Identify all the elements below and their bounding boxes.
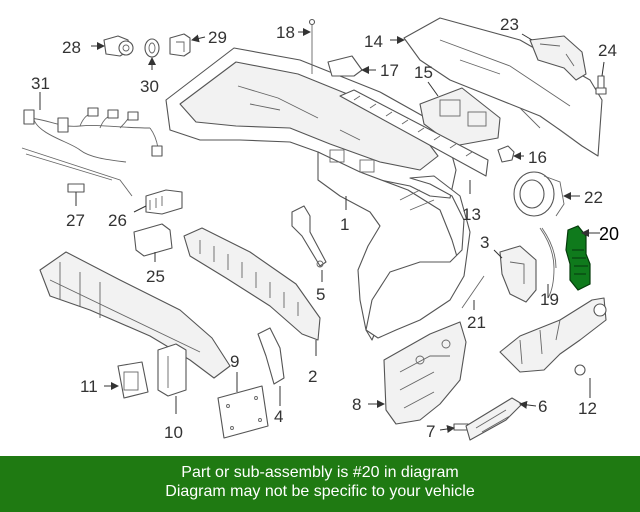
part-4-bracket xyxy=(257,327,285,385)
callout-12: 12 xyxy=(578,399,597,418)
part-15-center-bracket xyxy=(419,87,501,147)
part-16-clip xyxy=(497,145,515,163)
part-12-tow-hitch xyxy=(499,297,607,376)
callout-23: 23 xyxy=(500,15,519,34)
callout-28: 28 xyxy=(62,38,81,57)
callout-13: 13 xyxy=(462,205,481,224)
info-banner: Part or sub-assembly is #20 in diagram D… xyxy=(0,456,640,512)
part-3-bracket xyxy=(499,245,537,303)
callout-11: 11 xyxy=(80,377,98,396)
callout-9: 9 xyxy=(230,352,239,371)
part-11-plate xyxy=(117,361,149,399)
callout-18: 18 xyxy=(276,23,295,42)
callout-24: 24 xyxy=(598,41,617,60)
callout-30: 30 xyxy=(140,77,159,96)
part-14-lower-panel xyxy=(403,17,603,157)
callout-29: 29 xyxy=(208,28,227,47)
banner-line-1: Part or sub-assembly is #20 in diagram xyxy=(181,464,459,481)
callout-15: 15 xyxy=(414,63,433,82)
part-19-strip xyxy=(539,227,557,299)
callout-4: 4 xyxy=(274,407,283,426)
callout-20: 20 xyxy=(599,224,619,244)
part-18-rod xyxy=(308,18,316,74)
part-13-trim-strip xyxy=(339,89,489,177)
callout-17: 17 xyxy=(380,61,399,80)
part-22-exhaust-trim xyxy=(513,171,565,217)
parts-diagram: 28 30 29 31 27 26 xyxy=(21,15,619,442)
callout-14: 14 xyxy=(364,32,383,51)
part-2-absorber xyxy=(183,227,321,341)
callout-21: 21 xyxy=(467,313,486,332)
part-27-tape xyxy=(21,147,133,197)
callout-27: 27 xyxy=(66,211,85,230)
callout-3: 3 xyxy=(480,233,489,252)
callout-1: 1 xyxy=(340,215,349,234)
callout-26: 26 xyxy=(108,211,127,230)
callout-19: 19 xyxy=(540,290,559,309)
part-23-bracket xyxy=(529,35,587,81)
callout-2: 2 xyxy=(308,367,317,386)
part-5-bracket xyxy=(291,205,327,268)
callout-10: 10 xyxy=(164,423,183,442)
callout-8: 8 xyxy=(352,395,361,414)
banner-line-2: Diagram may not be specific to your vehi… xyxy=(165,483,475,500)
part-1-bumper-cover xyxy=(165,47,471,341)
part-28-sensor xyxy=(103,35,134,57)
part-10-reinforcement-beam xyxy=(39,251,231,397)
part-25-flap xyxy=(133,223,173,257)
callout-31: 31 xyxy=(31,74,50,93)
callout-25: 25 xyxy=(146,267,165,286)
part-8-carrier xyxy=(383,321,467,425)
callout-16: 16 xyxy=(528,148,547,167)
part-31-wiring-harness xyxy=(23,107,163,163)
callout-22: 22 xyxy=(584,188,603,207)
part-21-rod xyxy=(461,275,485,309)
part-20-highlighted-bracket xyxy=(565,225,591,291)
callout-6: 6 xyxy=(538,397,547,416)
callout-7: 7 xyxy=(426,422,435,441)
part-29-bracket xyxy=(169,33,191,57)
part-26-module xyxy=(145,189,183,215)
part-6-lower-bracket xyxy=(465,397,523,441)
part-9-plate xyxy=(217,385,269,439)
part-17-clip xyxy=(327,55,363,77)
part-24-bolt xyxy=(595,75,607,95)
part-30-grommet xyxy=(144,38,160,58)
callout-5: 5 xyxy=(316,285,325,304)
